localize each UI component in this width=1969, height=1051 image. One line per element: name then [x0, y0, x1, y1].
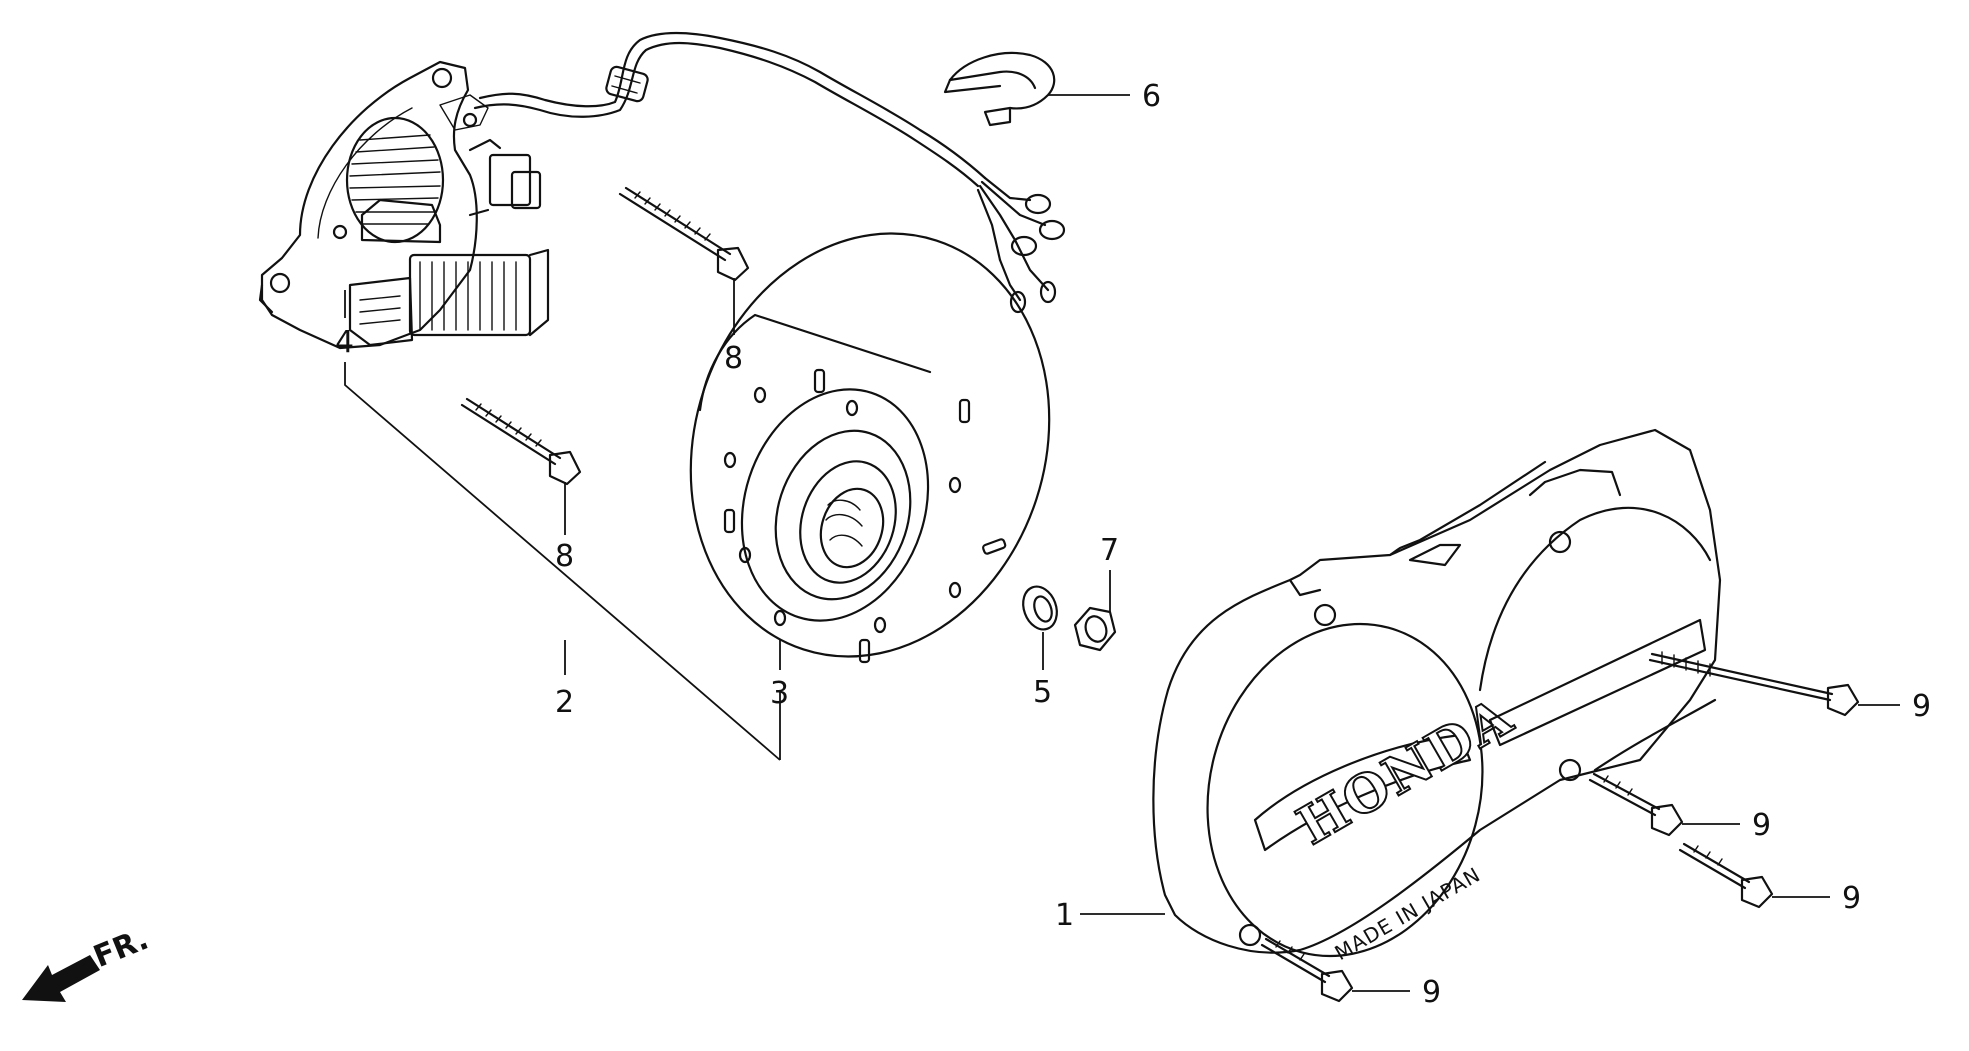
washer [1022, 585, 1058, 631]
callout-4: 4 [335, 325, 354, 360]
nut [1073, 606, 1117, 652]
callout-1: 1 [1055, 898, 1074, 933]
cover-bolt-a [1648, 651, 1860, 717]
wire-band-clamp [943, 51, 1056, 127]
origin-marking: MADE IN JAPAN [1331, 862, 1485, 965]
callout-7: 7 [1100, 533, 1119, 568]
front-direction-label: FR. [89, 922, 154, 975]
stator-bolt-upper [618, 186, 750, 282]
leader-lines [344, 94, 1900, 992]
stator-assembly [258, 31, 1066, 350]
cover-bolt-d [1260, 937, 1354, 1003]
callout-9-b: 9 [1752, 808, 1771, 843]
front-direction-indicator: FR. [22, 922, 153, 1002]
callout-8-lower: 8 [555, 539, 574, 574]
callout-3: 3 [770, 676, 789, 711]
callout-numbers: 6 8 4 8 2 3 5 7 1 9 9 9 9 [335, 79, 1931, 1010]
callout-6: 6 [1142, 79, 1161, 114]
flywheel-rotor [689, 232, 1051, 664]
brand-marking: HONDA [1287, 686, 1523, 858]
cover-bolt-b [1588, 772, 1684, 837]
cover-bolt-c [1678, 842, 1774, 909]
front-arrow-icon [22, 955, 100, 1002]
callout-5: 5 [1033, 675, 1052, 710]
callout-2: 2 [555, 685, 574, 720]
callout-9-a: 9 [1912, 689, 1931, 724]
callout-8-upper: 8 [724, 341, 743, 376]
callout-9-c: 9 [1842, 881, 1861, 916]
stator-bolt-lower [460, 397, 582, 486]
left-crankcase-cover: HONDA MADE IN JAPAN [1152, 428, 1722, 965]
callout-9-d: 9 [1422, 975, 1441, 1010]
